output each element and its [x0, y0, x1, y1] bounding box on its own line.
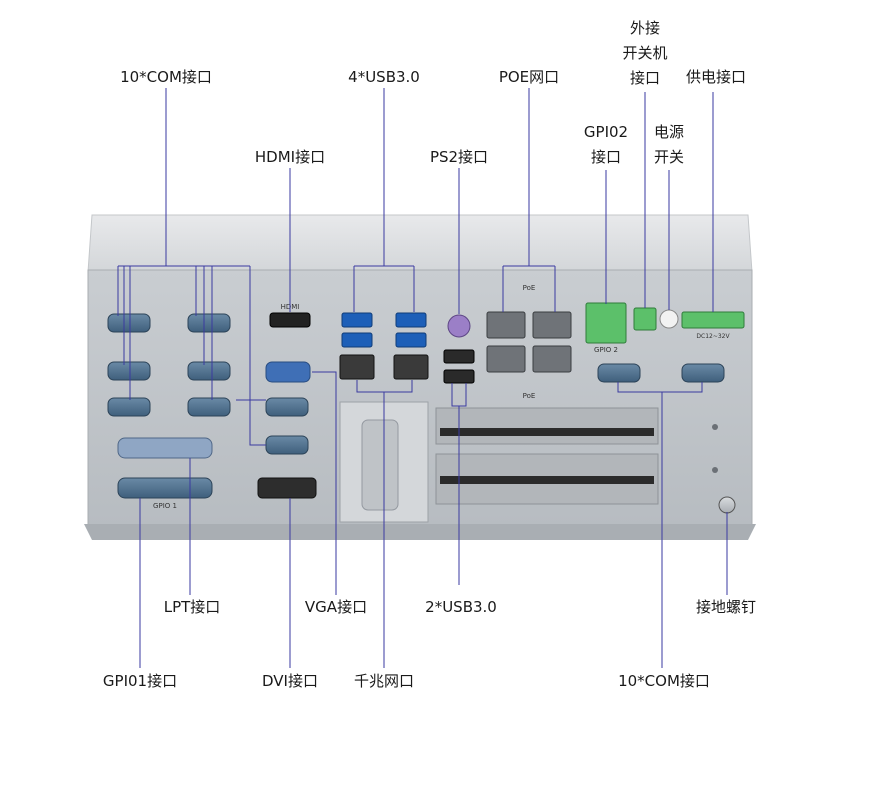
gpio1-silkscreen: GPIO 1 [153, 502, 177, 510]
label-gpio2-line1: GPI02 [583, 123, 629, 141]
com-top-leader [117, 88, 266, 446]
db9-port [107, 361, 151, 381]
label-power-switch: 电源 开关 [654, 120, 684, 170]
poe-rj45 [532, 345, 572, 373]
dc-in-silkscreen: DC12~32V [696, 333, 730, 340]
label-poe: POE网口 [498, 68, 560, 86]
label-ext-switch: 外接 开关机 接口 [622, 16, 667, 91]
db9-port [187, 313, 231, 333]
usb2-port [443, 369, 475, 384]
label-ps2: PS2接口 [429, 148, 489, 166]
label-ext-switch-line3: 接口 [629, 69, 661, 87]
pcie-slot-1-bar [440, 428, 654, 436]
power-switch [659, 309, 679, 329]
gpio2-silkscreen: GPIO 2 [594, 346, 618, 354]
poe-leader [502, 88, 556, 312]
pcie-slot-2-bar [440, 476, 654, 484]
vga-leader [312, 371, 337, 595]
hdmi-port [269, 312, 311, 328]
poe-rj45 [486, 345, 526, 373]
db9-port [681, 363, 725, 383]
poe-rj45 [486, 311, 526, 339]
gpio2-terminal [585, 302, 627, 344]
label-power-input: 供电接口 [685, 68, 747, 86]
usb3-port [395, 312, 427, 328]
rj45-port [339, 354, 375, 380]
db9-port [107, 313, 151, 333]
com-ports-left [107, 313, 309, 455]
lpt-port [117, 437, 213, 459]
panel-screw [712, 424, 718, 430]
usb3-port [395, 332, 427, 348]
label-vga: VGA接口 [304, 598, 368, 616]
label-gpio2: GPI02 接口 [584, 120, 628, 170]
label-lpt: LPT接口 [163, 598, 221, 616]
db9-port [265, 435, 309, 455]
pcie-slot-1 [435, 407, 659, 445]
panel-screw [712, 467, 718, 473]
label-usb-top: 4*USB3.0 [348, 68, 420, 86]
label-dvi: DVI接口 [262, 672, 318, 690]
label-gpio1: GPI01接口 [102, 672, 178, 690]
ground-screw [718, 496, 736, 514]
bracket-slot [361, 419, 399, 511]
ext-switch-terminal [633, 307, 657, 331]
usb-lan-block [339, 312, 475, 384]
ps2-port [447, 314, 471, 338]
usb2-port [443, 349, 475, 364]
label-gpio2-line2: 接口 [590, 148, 621, 166]
right-panel-parts: GPIO 2 DC12~32V [585, 302, 745, 514]
label-power-switch-line2: 开关 [653, 148, 685, 166]
db9-port [597, 363, 641, 383]
dc-in-terminal [681, 311, 745, 329]
com-bottom-leader [617, 382, 703, 668]
poe-bottom-silkscreen: PoE [523, 392, 536, 400]
poe-rj45 [532, 311, 572, 339]
db9-port [265, 397, 309, 417]
leader-lines [117, 88, 728, 668]
label-ext-switch-line2: 开关机 [622, 44, 668, 62]
usb-bottom-leader [451, 383, 467, 585]
usb3-port [341, 312, 373, 328]
label-power-switch-line1: 电源 [653, 123, 685, 141]
video-and-parallel: HDMI GPIO 1 [117, 303, 317, 510]
label-ground: 接地螺钉 [695, 598, 757, 616]
label-gigabit-lan: 千兆网口 [353, 672, 415, 690]
dvi-port [257, 477, 317, 499]
poe-top-silkscreen: PoE [523, 284, 536, 292]
vga-port [265, 361, 311, 383]
poe-block: PoE PoE [486, 284, 572, 400]
gpio1-port [117, 477, 213, 499]
lan-leader [356, 380, 413, 668]
rj45-port [393, 354, 429, 380]
chassis-base [84, 524, 756, 540]
label-ext-switch-line1: 外接 [629, 19, 661, 37]
label-com-bottom: 10*COM接口 [618, 672, 710, 690]
label-com-top: 10*COM接口 [120, 68, 212, 86]
label-usb-bottom: 2*USB3.0 [425, 598, 497, 616]
chassis-top [87, 214, 753, 273]
usb-top-leader [353, 88, 415, 312]
db9-port [187, 361, 231, 381]
usb3-port [341, 332, 373, 348]
label-hdmi: HDMI接口 [254, 148, 326, 166]
db9-port [107, 397, 151, 417]
db9-port [187, 397, 231, 417]
